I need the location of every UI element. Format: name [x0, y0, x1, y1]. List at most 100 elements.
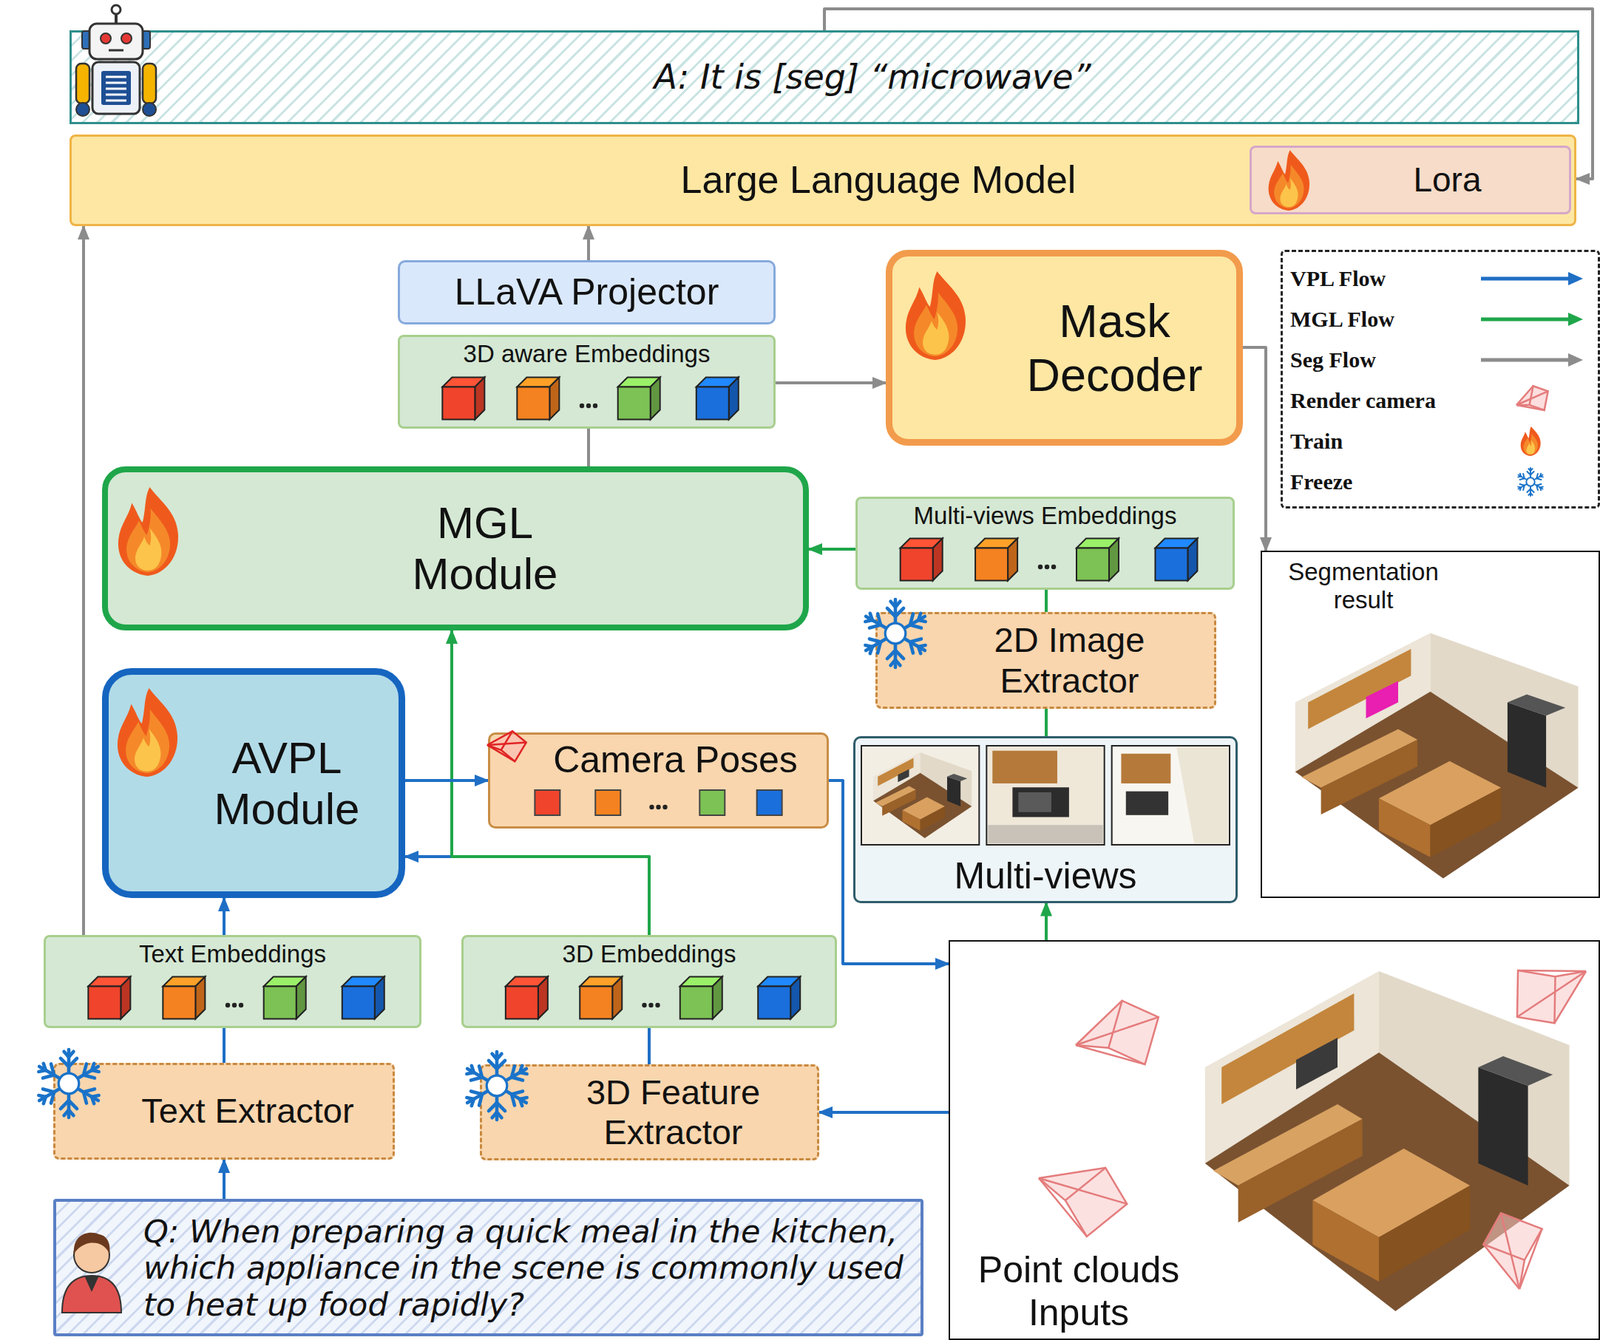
fire-decoration: [892, 256, 1237, 440]
result-panel: Segmentation result: [1260, 550, 1600, 899]
camera-edge: [1038, 1172, 1127, 1210]
cube-top: [442, 377, 485, 388]
snowflake-icon: [463, 1052, 531, 1121]
cube-top: [900, 539, 943, 549]
view-photo: [861, 746, 979, 846]
lora-box: Lora: [1249, 145, 1572, 215]
snowflake-stroke: [887, 608, 896, 617]
snowflake-stroke: [79, 1092, 91, 1104]
camera-side: [487, 731, 513, 751]
cube-front: [342, 987, 375, 1020]
extractor-box: Text Extractor: [53, 1063, 395, 1161]
flow-arrow: [222, 1028, 226, 1064]
embedding-cube: [342, 977, 385, 1020]
robot-body: [92, 62, 140, 114]
cube-top: [696, 377, 739, 388]
snowflake-arm: [64, 1059, 103, 1091]
cube-front: [975, 548, 1008, 582]
camera-edge: [1025, 1178, 1100, 1237]
camera-side: [1067, 1001, 1133, 1057]
cube-front: [1154, 548, 1188, 582]
snowflake-stroke: [890, 601, 896, 608]
snowflake-stroke: [64, 1110, 69, 1116]
camera-edge: [487, 743, 527, 746]
extractor-box: 3D Feature Extractor: [479, 1064, 820, 1161]
embedding-cube: [1076, 539, 1119, 582]
snowflake-stroke: [1517, 485, 1521, 489]
camera-edge: [1515, 391, 1549, 406]
legend-sample: [1475, 425, 1586, 458]
snowflake-stroke: [895, 660, 900, 666]
camera-edge: [1540, 971, 1600, 1024]
cube-top: [680, 977, 723, 988]
flow-arrow: [222, 1160, 226, 1200]
node-label: 3D aware Embeddings: [463, 340, 711, 369]
snowflake-stroke: [492, 1112, 497, 1118]
snowflake-stroke: [1521, 485, 1527, 490]
embedding-cube: [680, 977, 723, 1020]
cube-front: [579, 987, 613, 1020]
legend-line: [1480, 276, 1570, 281]
snowflake-stroke: [475, 1095, 487, 1107]
snowflake-arm: [862, 609, 900, 641]
snowflake-stroke: [865, 616, 896, 634]
snowflake-stroke: [83, 1085, 95, 1097]
snowflake-arm: [887, 633, 904, 668]
flame-outer: [117, 688, 178, 778]
node-label: LLaVA Projector: [454, 271, 720, 315]
robot-arm: [142, 63, 157, 104]
snowflake-stroke: [873, 613, 886, 625]
robot-eye: [121, 33, 132, 44]
scene-surface: [1378, 798, 1431, 857]
snowflake-stroke: [868, 646, 876, 654]
snowflake-stroke: [89, 1097, 97, 1104]
snowflake-stroke: [496, 1054, 502, 1060]
scene-surface: [1378, 761, 1501, 826]
flame-outer: [905, 271, 966, 361]
snowflake-arm: [488, 1086, 505, 1121]
embedding-cube: [442, 377, 485, 420]
legend-sample: [1475, 343, 1586, 377]
snowflake-stroke: [41, 1063, 49, 1071]
ellipsis-dot: [586, 403, 591, 409]
snowflake-stroke: [47, 1063, 59, 1076]
snowflake-stroke: [865, 633, 896, 651]
snowflake-stroke: [916, 646, 924, 654]
scene-surface: [1221, 993, 1354, 1105]
snowflake-arm: [862, 626, 900, 658]
photo-counter: [987, 825, 1103, 844]
snowflake-core: [1526, 477, 1535, 486]
node-label: AVPL Module: [182, 732, 392, 835]
cube-side: [729, 377, 739, 420]
flame-middle: [1273, 164, 1304, 209]
snowflake-stroke: [79, 1063, 91, 1076]
snowflake-stroke: [495, 1052, 500, 1087]
embedding-cube: [1154, 539, 1198, 582]
robot-stripe: [105, 82, 127, 85]
legend-row: Freeze: [1290, 461, 1598, 503]
snowflake-stroke: [865, 617, 873, 625]
kitchen-scene: [1205, 971, 1570, 1312]
snowflake-stroke: [496, 1103, 505, 1112]
snowflake-stroke: [1536, 476, 1541, 481]
scene-surface: [1238, 1119, 1363, 1223]
scene-surface: [1507, 702, 1547, 789]
flame-middle: [1523, 433, 1538, 455]
snowflake-stroke: [1530, 468, 1533, 471]
robot-icon: [76, 5, 157, 117]
snowflake-stroke: [467, 1086, 497, 1104]
robot-head: [89, 23, 143, 60]
robot-antenna: [114, 11, 118, 24]
scene-surface: [1430, 632, 1579, 788]
camera-edge: [1516, 396, 1545, 419]
camera-face: [1056, 1159, 1137, 1247]
camera-face: [1497, 956, 1576, 1039]
legend-sample: [1475, 384, 1586, 418]
node-label: 3D Feature Extractor: [536, 1072, 810, 1153]
robot-stripe: [105, 87, 127, 91]
snowflake-arm: [463, 1061, 502, 1093]
camera-edge: [1067, 1001, 1130, 1046]
cube-top: [263, 977, 307, 988]
cube-side: [296, 977, 307, 1020]
snowflake-stroke: [905, 613, 917, 625]
